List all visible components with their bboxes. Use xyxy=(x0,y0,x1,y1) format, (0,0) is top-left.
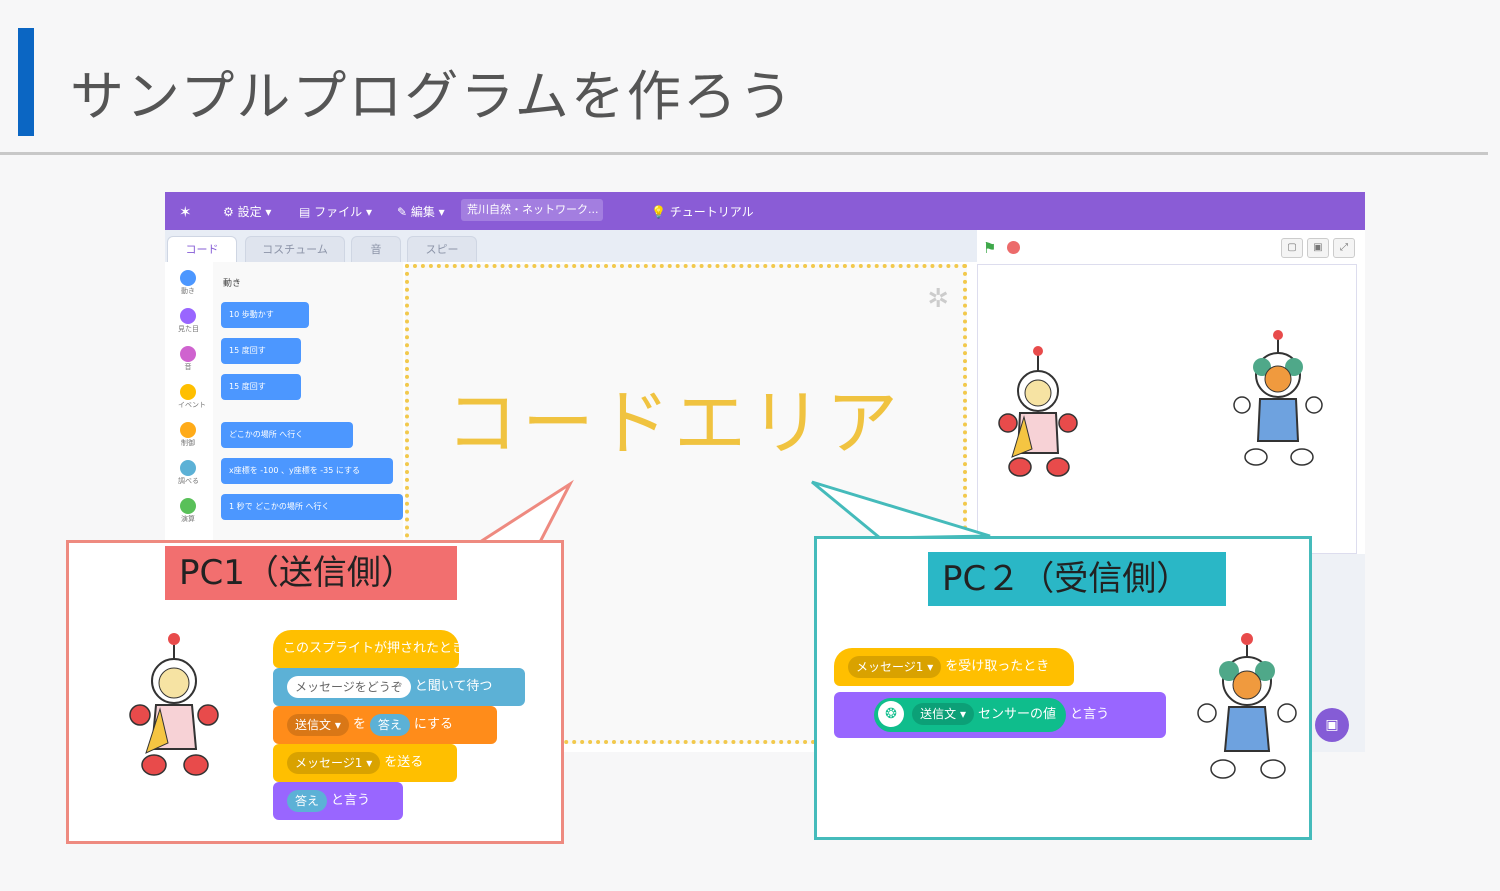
slide-title: サンプルプログラムを作ろう xyxy=(70,65,795,128)
palette-block[interactable]: x座標を -100 、y座標を -35 にする xyxy=(221,458,393,484)
palette-header: 動き xyxy=(223,279,242,289)
block-text: を xyxy=(352,717,366,732)
ask-and-wait-block[interactable]: メッセージをどうぞと聞いて待つ xyxy=(273,668,525,706)
large-stage-icon[interactable]: ▣ xyxy=(1307,238,1329,258)
pc2-label: PC２（受信側） xyxy=(928,552,1226,606)
block-text: と聞いて待つ xyxy=(414,679,493,694)
say-block[interactable]: 答えと言う xyxy=(273,782,403,820)
add-backdrop-button[interactable]: ▣ xyxy=(1315,708,1349,742)
category-dot xyxy=(180,460,196,476)
palette-block[interactable]: 15 度回す xyxy=(221,338,301,364)
tab-costumes[interactable]: コスチューム xyxy=(245,236,345,262)
pc1-pointer xyxy=(474,479,574,544)
stage-toolbar: ⚑ ▢ ▣ ⤢ xyxy=(977,232,1365,262)
category-motion[interactable]: 動き xyxy=(178,270,198,296)
broadcast-block[interactable]: メッセージ1 ▾を送る xyxy=(273,744,457,782)
palette-block[interactable]: どこかの場所 へ行く xyxy=(221,422,353,448)
tab-code[interactable]: コード xyxy=(167,236,237,262)
tab-speech[interactable]: スピー xyxy=(407,236,477,262)
category-dot xyxy=(180,498,196,514)
variable-dropdown[interactable]: 送信文 ▾ xyxy=(287,713,349,736)
editor-tabs: コード コスチューム 音 スピー xyxy=(165,230,977,262)
settings-menu[interactable]: ⚙ 設定 ▾ xyxy=(223,205,272,219)
category-events[interactable]: イベント xyxy=(178,384,206,410)
title-divider xyxy=(0,152,1488,155)
say-sensor-block[interactable]: ❂ 送信文 ▾センサーの値 と言う xyxy=(834,692,1166,738)
category-dot xyxy=(180,422,196,438)
sensor-reporter[interactable]: ❂ 送信文 ▾センサーの値 xyxy=(874,697,1066,732)
project-title-field[interactable]: 荒川自然・ネットワーク... xyxy=(461,199,603,221)
code-area-label: コードエリア xyxy=(446,381,903,465)
category-looks[interactable]: 見た目 xyxy=(178,308,199,334)
palette-block[interactable]: 15 度回す xyxy=(221,374,301,400)
category-operators[interactable]: 演算 xyxy=(178,498,198,524)
category-dot xyxy=(180,308,196,324)
stage-sprites xyxy=(998,330,1323,477)
category-control[interactable]: 制御 xyxy=(178,422,198,448)
pc1-sprite-astronaut xyxy=(129,633,219,776)
tutorial-menu[interactable]: 💡 チュートリアル xyxy=(651,205,754,219)
sensor-variable-dropdown[interactable]: 送信文 ▾ xyxy=(912,703,974,725)
lightbulb-icon: 💡 xyxy=(651,205,670,219)
set-variable-block[interactable]: 送信文 ▾を答えにする xyxy=(273,706,497,744)
small-stage-icon[interactable]: ▢ xyxy=(1281,238,1303,258)
sprite-red-astronaut xyxy=(998,346,1078,477)
block-text: を送る xyxy=(384,755,424,770)
when-sprite-clicked-block[interactable]: このスプライトが押されたとき xyxy=(273,630,459,668)
pc2-sprite-astronaut xyxy=(1197,633,1297,779)
palette-block[interactable]: 1 秒で どこかの場所 へ行く xyxy=(221,494,403,520)
file-menu[interactable]: ▤ ファイル ▾ xyxy=(299,205,372,219)
block-text: と言う xyxy=(331,793,371,808)
block-text: センサーの値 xyxy=(977,706,1056,722)
ask-input[interactable]: メッセージをどうぞ xyxy=(287,675,411,698)
file-icon: ▤ xyxy=(299,205,315,219)
menu-bar: ✶ ⚙ 設定 ▾ ▤ ファイル ▾ ✎ 編集 ▾ 荒川自然・ネットワーク... … xyxy=(165,192,1365,230)
stage[interactable] xyxy=(977,264,1357,554)
block-text: にする xyxy=(413,717,454,732)
pc1-label: PC1（送信側） xyxy=(165,546,457,600)
sprite-blue-astronaut xyxy=(1233,330,1323,466)
pc2-pointer xyxy=(811,480,991,540)
edit-menu[interactable]: ✎ 編集 ▾ xyxy=(397,205,445,219)
palette-block[interactable]: 10 歩動かす xyxy=(221,302,309,328)
microbit-icon: ❂ xyxy=(878,701,904,727)
block-text: を受け取ったとき xyxy=(945,659,1050,674)
category-dot xyxy=(180,384,196,400)
message-dropdown[interactable]: メッセージ1 ▾ xyxy=(287,751,381,774)
sprite-watermark-icon: ✲ xyxy=(927,284,949,314)
fullscreen-icon[interactable]: ⤢ xyxy=(1333,238,1355,258)
block-text: と言う xyxy=(1070,707,1110,722)
answer-reporter[interactable]: 答え xyxy=(369,713,410,736)
category-sensing[interactable]: 調べる xyxy=(178,460,199,486)
tab-sounds[interactable]: 音 xyxy=(351,236,401,262)
scratch-logo-icon[interactable]: ✶ xyxy=(179,203,192,221)
stop-icon[interactable] xyxy=(1007,241,1020,254)
message-dropdown[interactable]: メッセージ1 ▾ xyxy=(848,655,942,678)
pc2-callout xyxy=(814,536,1312,840)
when-receive-block[interactable]: メッセージ1 ▾を受け取ったとき xyxy=(834,648,1074,686)
category-sound[interactable]: 音 xyxy=(178,346,198,372)
category-dot xyxy=(180,270,196,286)
answer-reporter[interactable]: 答え xyxy=(287,789,328,812)
green-flag-icon[interactable]: ⚑ xyxy=(983,239,997,257)
title-accent-bar xyxy=(18,28,34,136)
category-dot xyxy=(180,346,196,362)
